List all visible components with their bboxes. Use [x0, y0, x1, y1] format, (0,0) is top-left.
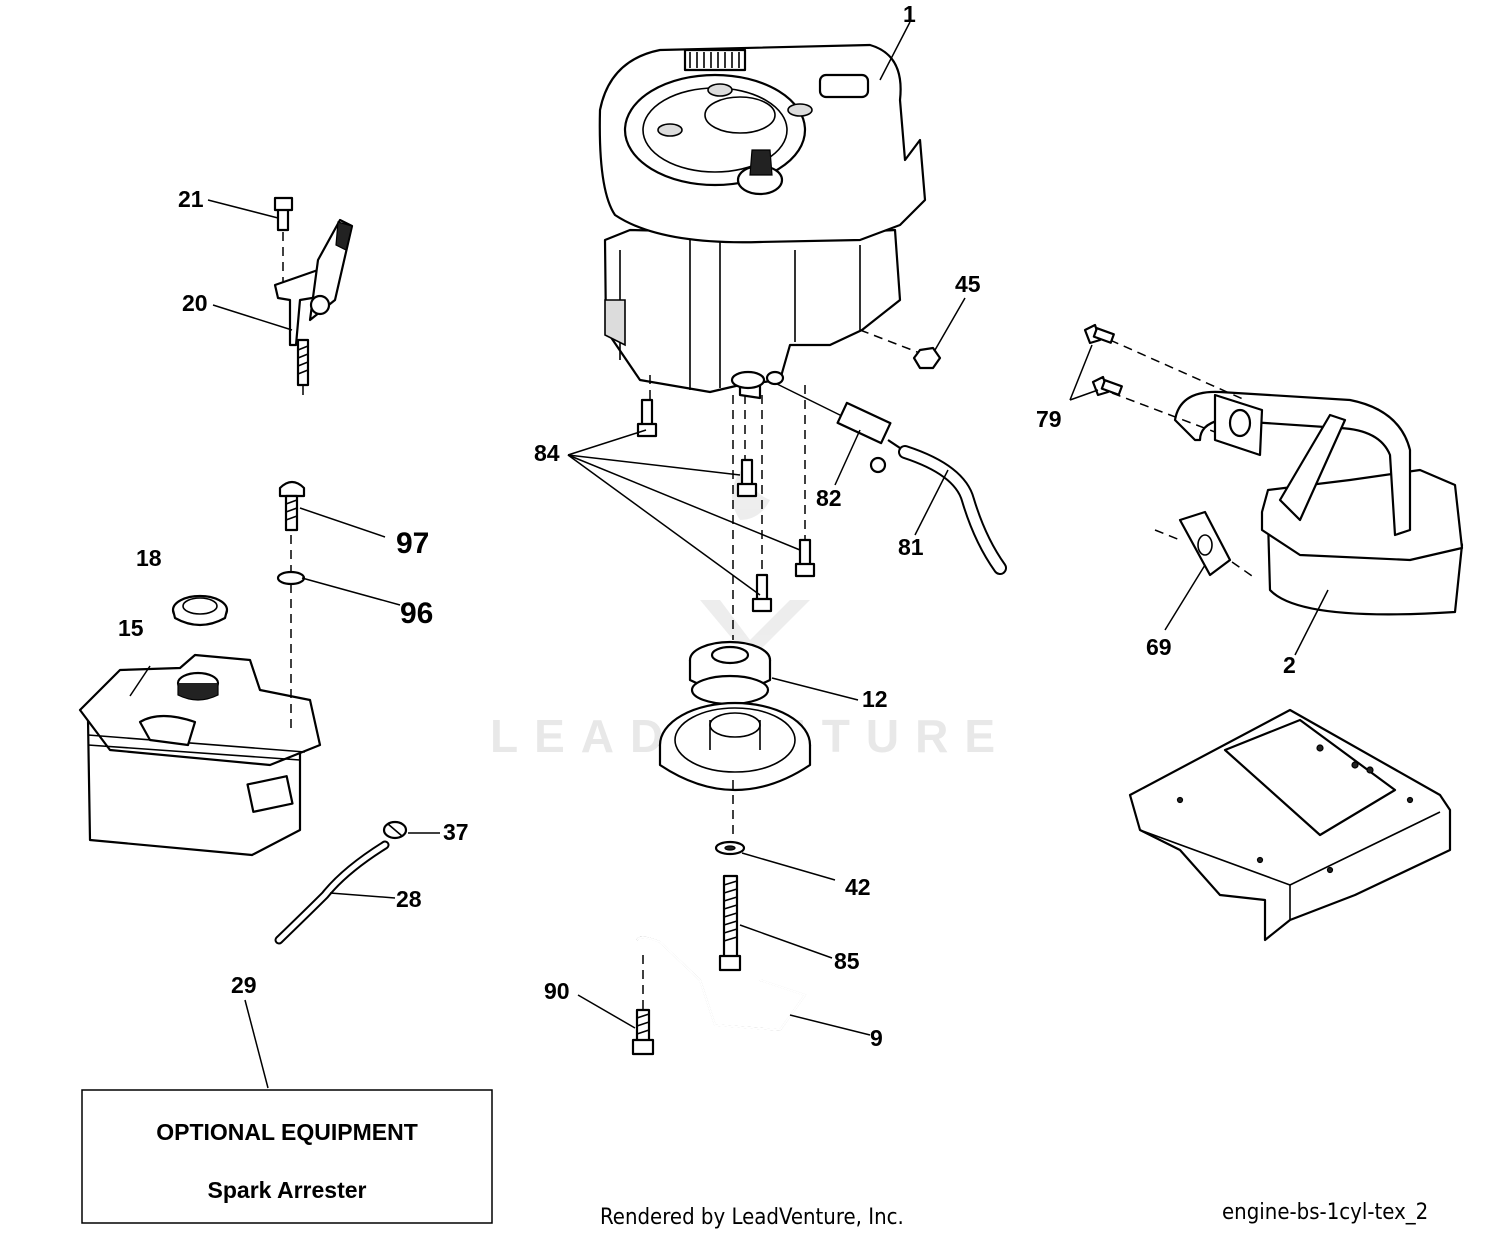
callout-29: 29: [231, 972, 257, 998]
optional-equipment-item: Spark Arrester: [208, 1177, 367, 1203]
gasket-part[interactable]: [1178, 510, 1232, 577]
footer-rendered-by: Rendered by LeadVenture, Inc.: [600, 1205, 904, 1230]
fuel-cap-part[interactable]: [171, 594, 229, 627]
screw-79-part[interactable]: [1083, 323, 1123, 397]
callout-21: 21: [178, 186, 204, 212]
mounting-plate-part[interactable]: [1128, 708, 1452, 942]
callout-79: 79: [1036, 406, 1062, 432]
callout-84: 84: [534, 440, 560, 466]
callout-69: 69: [1146, 634, 1172, 660]
throttle-control-part[interactable]: [273, 196, 354, 395]
bolt-90-part[interactable]: [631, 955, 655, 1056]
bolt-85-part[interactable]: [718, 874, 742, 972]
callout-1: 1: [903, 1, 916, 27]
washer-96-part[interactable]: [276, 570, 306, 586]
leader-lines: [129, 21, 1329, 1089]
fuel-hose-28-part[interactable]: [274, 840, 390, 945]
callout-96: 96: [400, 597, 433, 630]
nut-part[interactable]: [859, 329, 942, 370]
optional-equipment-title: OPTIONAL EQUIPMENT: [156, 1119, 418, 1145]
bracket-part[interactable]: [636, 936, 807, 1031]
engine-part[interactable]: [598, 43, 927, 394]
screw-97-part[interactable]: [278, 480, 306, 532]
callout-12: 12: [862, 686, 888, 712]
callout-15: 15: [118, 615, 144, 641]
callout-37: 37: [443, 819, 469, 845]
callout-9: 9: [870, 1025, 883, 1051]
bolt-84-part[interactable]: [636, 398, 816, 613]
callout-81: 81: [898, 534, 924, 560]
callout-82: 82: [816, 485, 842, 511]
footer-diagram-id: engine-bs-1cyl-tex_2: [1222, 1200, 1428, 1225]
callout-18: 18: [136, 545, 162, 571]
fuel-tank-part[interactable]: [78, 653, 322, 857]
pulley-part[interactable]: [658, 370, 812, 792]
callout-90: 90: [544, 978, 570, 1004]
fuel-valve-part[interactable]: [765, 370, 904, 474]
callout-45: 45: [955, 271, 981, 297]
callout-97: 97: [396, 527, 429, 560]
hose-clamp-37-part[interactable]: [382, 820, 408, 840]
callout-42: 42: [845, 874, 871, 900]
callout-85: 85: [834, 948, 860, 974]
fuel-line-part[interactable]: [898, 445, 1007, 575]
optional-equipment-box: OPTIONAL EQUIPMENT Spark Arrester: [81, 1089, 493, 1224]
callout-28: 28: [396, 886, 422, 912]
callout-20: 20: [182, 290, 208, 316]
callout-2: 2: [1283, 652, 1296, 678]
muffler-part[interactable]: [1173, 390, 1464, 616]
